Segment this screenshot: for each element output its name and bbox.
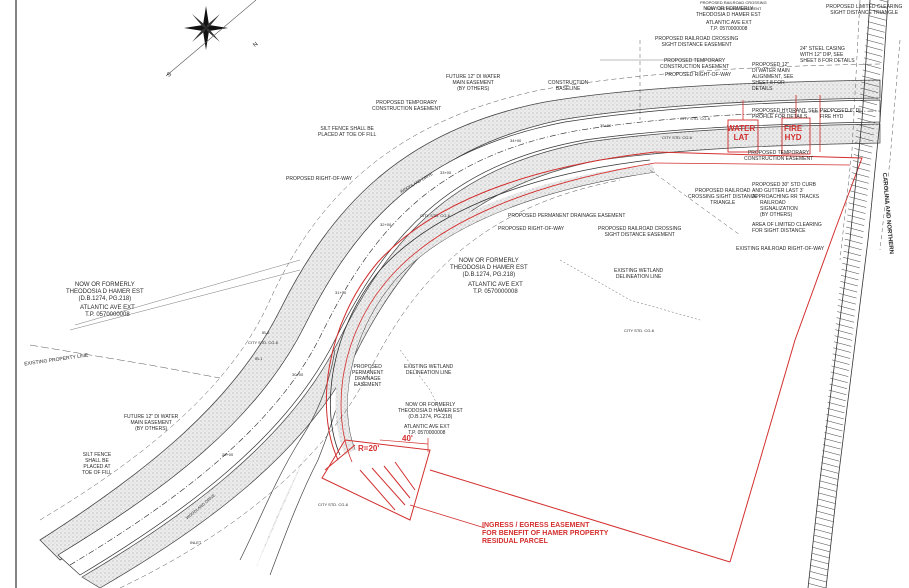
perm-drainage-note: PROPOSED PERMANENT DRAINAGE EASEMENT [508, 213, 626, 219]
width-40-label: 40' [402, 434, 413, 443]
steel-casing-note: 24" STEEL CASING WITH 12" DIP, SEE SHEET… [800, 46, 855, 64]
rr-easement-note: PROPOSED RAILROAD CROSSING SIGHT DISTANC… [655, 36, 739, 48]
limited-clearing-note: AREA OF LIMITED CLEARING FOR SIGHT DISTA… [752, 222, 822, 234]
rr-signal-note: RAILROAD SIGNALIZATION (BY OTHERS) [760, 200, 798, 218]
temp-const-cl-note: PROPOSED TEMPORARY CONSTRUCTION EASEMENT [744, 150, 814, 162]
inlet-ib1: IB-1 [255, 356, 263, 361]
atlantic-left-label: ATLANTIC AVE EXT T.P. 0570000008 [80, 305, 135, 318]
water-lat-label: WATER LAT [727, 124, 756, 142]
inlet-ib2: IB-2 [262, 330, 270, 335]
proposed-row-line [39, 63, 881, 521]
road-surface [57, 99, 881, 576]
water-main-note: PROPOSED 12" DI WATER MAIN ALIGNMENT, SE… [752, 62, 794, 92]
fire-hyd-note: PROPOSED 6" DI FIRE HYD [820, 108, 861, 120]
city-std-4: CITY STD. CG-6 [248, 340, 278, 345]
side-road [239, 349, 336, 561]
north-arrow-icon [165, 0, 257, 77]
inlet-label: INLET [190, 540, 202, 545]
branch-road-outer [329, 159, 651, 456]
atlantic-low-label: ATLANTIC AVE EXT T.P. 0570000008 [404, 424, 450, 436]
temp-const-note: PROPOSED TEMPORARY CONSTRUCTION EASEMENT [660, 58, 730, 70]
wetland-top-note: EXISTING WETLAND DELINEATION LINE [614, 268, 664, 280]
atlantic-mid-label: ATLANTIC AVE EXT T.P. 0570000008 [468, 282, 523, 295]
rr-easement-top-note: PROPOSED RAILROAD CROSSING SIGHT DISTANC… [700, 0, 767, 11]
owner-top-label: NOW OR FORMERLY THEODOSIA D HAMER EST [696, 6, 761, 18]
station-35: 35+00 [600, 123, 612, 128]
rr-sight-note: PROPOSED RAILROAD CROSSING SIGHT DISTANC… [598, 226, 682, 238]
future-water-left-note: FUTURE 12" DI WATER MAIN EASEMENT (BY OT… [124, 414, 179, 432]
owner-low-label: NOW OR FORMERLY THEODOSIA D HAMER EST (D… [398, 402, 463, 420]
city-std-5: CITY STD. CG-6 [624, 328, 654, 333]
station-32: 32+00 [380, 222, 392, 227]
city-std-3: CITY STD. CG-6 [420, 213, 450, 218]
temp-const-mid-note: PROPOSED TEMPORARY CONSTRUCTION EASEMENT [372, 100, 442, 112]
city-std-6: CITY STD. CG-6 [318, 502, 348, 507]
existing-property-line [29, 344, 221, 379]
owner-mid-label: NOW OR FORMERLY THEODOSIA D HAMER EST (D… [450, 258, 528, 278]
row-mid-note: PROPOSED RIGHT-OF-WAY [498, 226, 565, 232]
construction-baseline-note: CONSTRUCTION BASELINE [548, 80, 589, 92]
station-30: 30+00 [292, 372, 304, 377]
station-34: 34+00 [510, 138, 522, 143]
rr-triangle-note: PROPOSED RAILROAD CROSSING SIGHT DISTANC… [688, 188, 758, 206]
ingress-egress-label: INGRESS / EGRESS EASEMENT FOR BENEFIT OF… [482, 522, 609, 545]
hydrant-note: PROPOSED HYDRANT, SEE PROFILE FOR DETAIL… [752, 108, 819, 120]
future-water-top-note: FUTURE 12" DI WATER MAIN EASEMENT (BY OT… [446, 74, 501, 92]
station-31: 31+00 [335, 290, 347, 295]
limited-clearing-top-note: PROPOSED LIMITED CLEARING SIGHT DISTANCE… [826, 4, 903, 16]
perm-drainage-left-note: PROPOSED PERMANENT DRAINAGE EASEMENT [352, 364, 384, 388]
red-parcel-diagonal [429, 469, 731, 563]
owner-left-label: NOW OR FORMERLY THEODOSIA D HAMER EST (D… [66, 282, 144, 302]
wetland-mid-note: EXISTING WETLAND DELINEATION LINE [404, 364, 454, 376]
construction-baseline [69, 110, 881, 566]
curb-gutter-note: PROPOSED 30" STD CURB AND GUTTER LAST 3'… [752, 182, 820, 200]
row-left-note: PROPOSED RIGHT-OF-WAY [286, 176, 353, 182]
radius-label: R=20' [358, 444, 380, 453]
silt-fence-left-note: SILT FENCE SHALL BE PLACED AT TOE OF FIL… [82, 452, 112, 476]
station-29: 29+00 [222, 452, 234, 457]
red-easement-curve [325, 151, 656, 461]
red-ingress-easement [321, 438, 431, 521]
existing-rr-row-note: EXISTING RAILROAD RIGHT-OF-WAY [736, 246, 825, 252]
red-parcel-boundary [654, 151, 863, 563]
wetland-line [559, 259, 701, 321]
row-top-note: PROPOSED RIGHT-OF-WAY [665, 72, 732, 78]
easement-leader [409, 504, 486, 529]
silt-fence-top-note: SILT FENCE SHALL BE PLACED AT TOE OF FIL… [318, 126, 377, 138]
railroad-tracks [807, 0, 901, 588]
atlantic-top-label: ATLANTIC AVE EXT T.P. 0570000008 [706, 20, 752, 32]
city-std-2: CITY STD. CG-6 [662, 135, 692, 140]
fire-hyd-label: FIRE HYD [784, 124, 803, 142]
station-33: 33+00 [440, 170, 452, 175]
city-std-1: CITY STD. CG-6 [680, 116, 710, 121]
